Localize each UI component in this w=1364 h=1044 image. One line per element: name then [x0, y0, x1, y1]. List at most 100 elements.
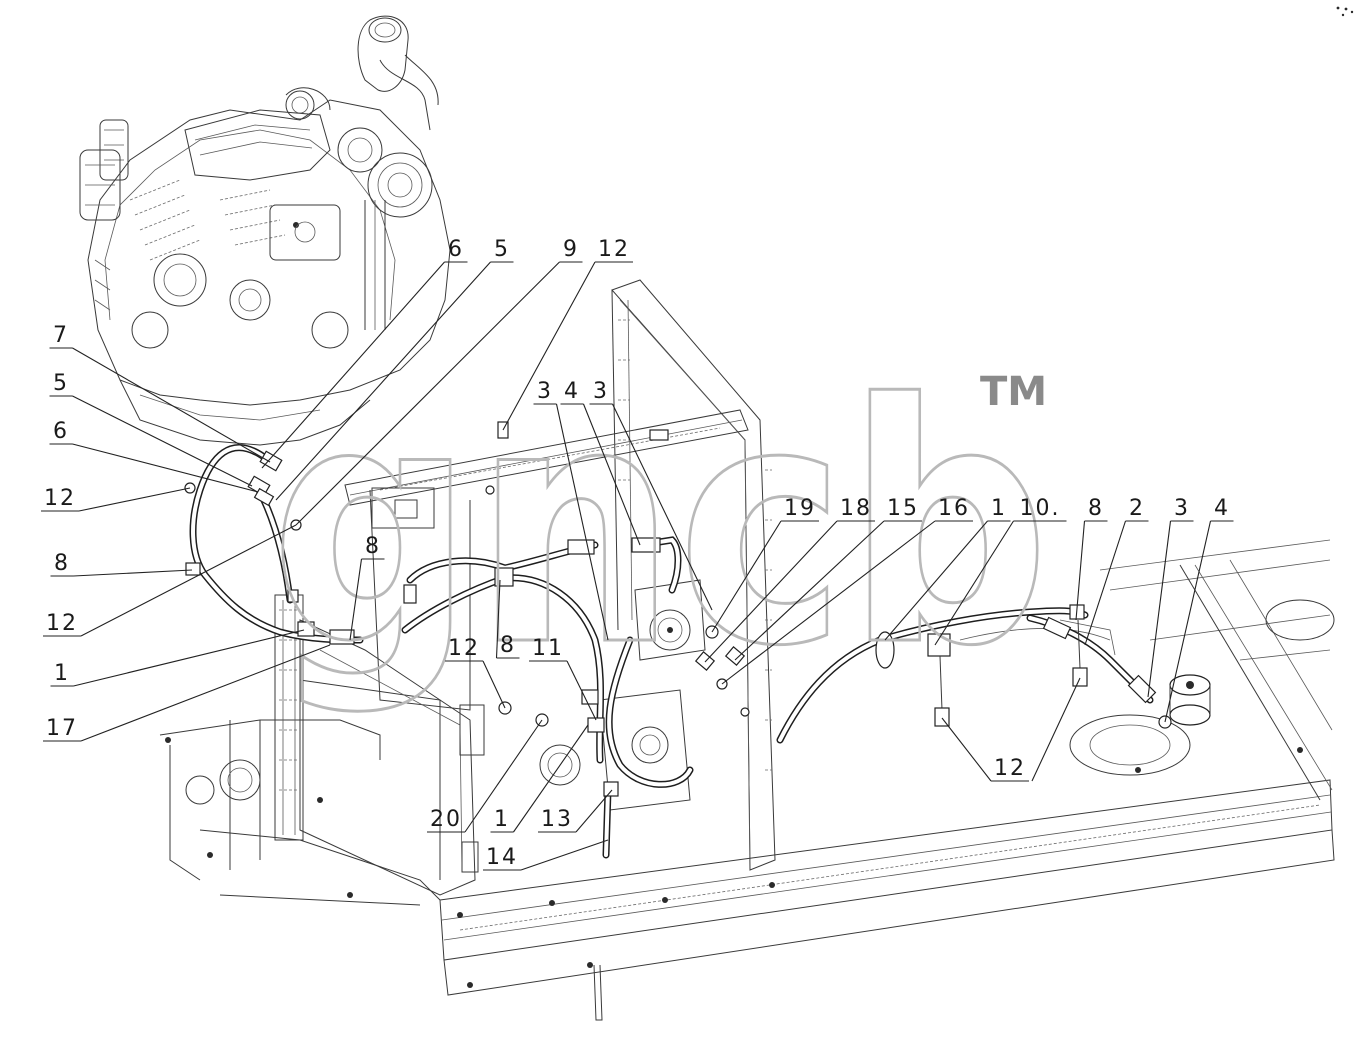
callout-number: 1 — [54, 661, 70, 686]
callout-leader — [349, 558, 363, 641]
callout-c-8-right: 8 — [1075, 496, 1108, 621]
callout-c-1-left: 1 — [50, 629, 305, 687]
callout-c-12-left-a: 12 — [41, 486, 191, 512]
callout-number: 3 — [1174, 496, 1190, 521]
callout-leader — [464, 719, 543, 833]
callout-c-18: 18 — [704, 496, 875, 663]
callout-leader — [566, 660, 597, 721]
callout-number: 3 — [537, 379, 553, 404]
callout-c-6-left: 6 — [49, 419, 259, 493]
callout-c-15: 15 — [734, 496, 922, 661]
callout-number: 8 — [365, 534, 381, 559]
callout-leader — [1075, 520, 1086, 621]
callout-leader — [941, 717, 992, 782]
callout-number: 20 — [430, 807, 462, 832]
callout-c-3-b: 3 — [589, 379, 713, 611]
callout-c-5-left: 5 — [49, 371, 253, 487]
callout-number: 10. — [1020, 496, 1061, 521]
callout-c-16: 16 — [721, 496, 973, 685]
callout-number: 15 — [887, 496, 919, 521]
callout-number: 12 — [448, 636, 480, 661]
corner-mark — [1336, 6, 1354, 17]
callout-c-1-right: 1 — [884, 496, 1011, 641]
callout-c-6-top: 6 — [261, 237, 468, 469]
callout-number: 7 — [53, 323, 69, 348]
callout-number: 8 — [54, 551, 70, 576]
callout-number: 11 — [532, 636, 564, 661]
callout-leader — [520, 839, 609, 871]
callout-number: 18 — [840, 496, 872, 521]
callout-leader — [575, 789, 613, 833]
callout-c-17: 17 — [43, 644, 331, 742]
callout-number: 13 — [541, 807, 573, 832]
callout-leader — [582, 403, 641, 546]
callout-leader — [704, 520, 838, 663]
callout-number: 1 — [991, 496, 1007, 521]
clamp-right — [875, 631, 951, 727]
callout-c-3-right: 3 — [1147, 496, 1194, 698]
callout-number: 4 — [564, 379, 580, 404]
callout-c-12-left-b: 12 — [43, 524, 297, 637]
watermark-text: gncb — [270, 334, 1050, 718]
callout-leader — [261, 261, 445, 469]
callout-c-10: 10. — [934, 496, 1067, 646]
callout-number: 9 — [563, 237, 579, 262]
callout-c-4-right: 4 — [1164, 496, 1234, 723]
callout-leader — [721, 520, 936, 685]
callout-number: 5 — [494, 237, 510, 262]
callout-number: 5 — [53, 371, 69, 396]
base-rail — [439, 539, 1335, 1021]
callout-c-7: 7 — [49, 323, 271, 463]
callout-leader — [72, 347, 271, 463]
callout-number: 14 — [486, 845, 518, 870]
callout-number: 1 — [494, 807, 510, 832]
callout-leader — [1147, 520, 1172, 698]
callout-leader — [1164, 520, 1212, 723]
fitting-cluster-left — [184, 450, 355, 645]
callout-leader — [295, 261, 560, 526]
callout-number: 16 — [938, 496, 970, 521]
callout-c-4-a: 4 — [560, 379, 641, 546]
callout-number: 6 — [53, 419, 69, 444]
callout-c-12-mid: 12 — [445, 636, 506, 709]
callout-c-2: 2 — [1084, 496, 1149, 646]
callout-leader — [513, 724, 589, 833]
callout-number: 3 — [593, 379, 609, 404]
callout-c-1-bottom: 1 — [490, 724, 589, 833]
callout-number: 4 — [1214, 496, 1230, 521]
callout-number: 8 — [500, 633, 516, 658]
engine-block — [79, 15, 451, 446]
callout-c-8-left: 8 — [50, 551, 193, 577]
callout-c-8-mid-top: 8 — [349, 534, 385, 641]
callout-c-8-mid: 8 — [495, 579, 520, 659]
callout-c-12-right: 12 — [941, 717, 1029, 782]
callout-c-14: 14 — [483, 839, 609, 871]
lower-frame — [159, 594, 441, 906]
callout-leader — [711, 520, 782, 633]
callout-leader — [78, 487, 191, 512]
callout-leader — [555, 403, 609, 641]
callout-leader — [80, 644, 331, 742]
callout-number: 6 — [448, 237, 464, 262]
callout-leader — [734, 520, 885, 661]
callout-number: 12 — [46, 611, 78, 636]
callout-leader — [884, 520, 988, 641]
callout-leader — [73, 569, 193, 577]
callout-c-5-top: 5 — [275, 237, 514, 501]
callout-leader — [482, 660, 506, 709]
callout-c-12-top: 12 — [502, 237, 633, 431]
callout-c-19: 19 — [711, 496, 819, 633]
callout-number: 12 — [598, 237, 630, 262]
callout-c-3-a: 3 — [533, 379, 609, 641]
callout-leader-c-12-right-b — [1031, 677, 1081, 782]
callout-leader — [1084, 520, 1127, 646]
callout-leader — [72, 395, 253, 487]
callout-leader — [80, 524, 297, 637]
callout-leader — [502, 261, 596, 431]
center-bulkhead — [299, 279, 776, 896]
callout-number: 12 — [44, 486, 76, 511]
callout-c-11: 11 — [529, 636, 597, 721]
